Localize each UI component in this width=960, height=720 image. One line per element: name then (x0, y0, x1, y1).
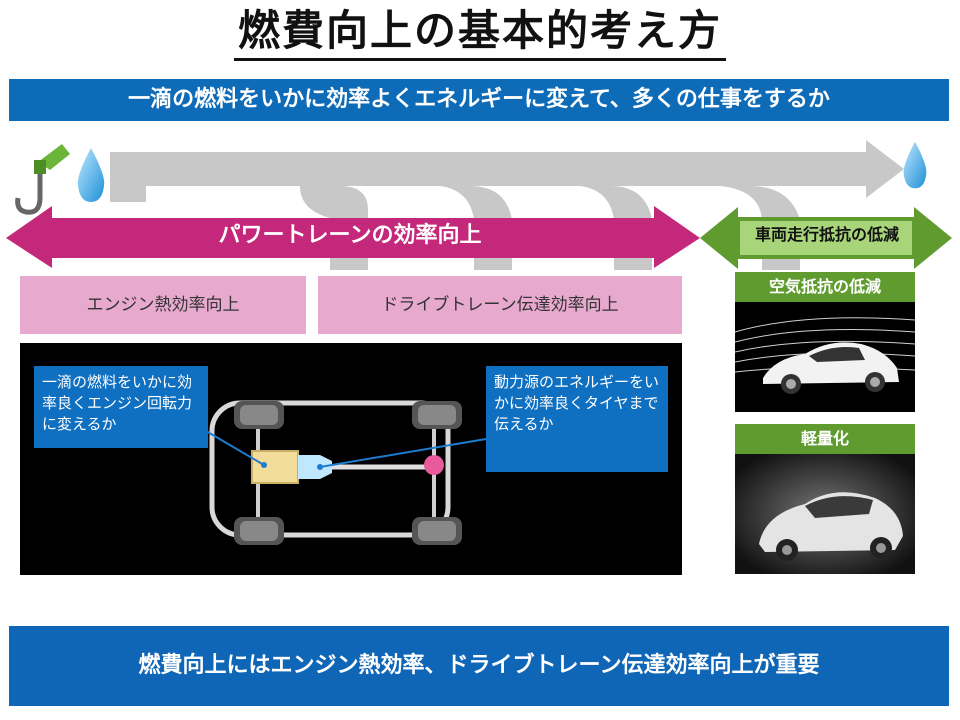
flow-start-stub (110, 152, 146, 202)
resistance-double-arrow (700, 207, 952, 269)
engine-callout: 一滴の燃料をいかに効率良くエンジン回転力に変えるか (34, 366, 208, 448)
flow-main-band (110, 152, 870, 186)
powertrain-label: パワートレーンの効率向上 (218, 223, 482, 248)
flow-arrowhead (866, 140, 904, 198)
conclusion-banner: 燃費向上にはエンジン熱効率、ドライブトレーン伝達効率向上が重要 (9, 626, 949, 706)
page-title: 燃費向上の基本的考え方 (0, 4, 960, 68)
lightweight-header: 軽量化 (735, 424, 915, 454)
callout-pointer-right (319, 438, 487, 468)
chassis-frame (209, 400, 451, 538)
concept-car-image (735, 454, 915, 574)
subtitle-banner: 一滴の燃料をいかに効率よくエネルギーに変えて、多くの仕事をするか (9, 79, 949, 121)
chassis-illustration (205, 400, 487, 545)
wheel (234, 401, 284, 429)
air-resistance-header: 空気抵抗の低減 (735, 272, 915, 302)
engine-block (251, 450, 299, 484)
transmission (298, 455, 332, 479)
aero-car-image (734, 302, 916, 412)
callout-pointer-left (205, 430, 265, 466)
resistance-label: 車両走行抵抗の低減 (754, 225, 899, 244)
fuel-drop-icon (77, 148, 105, 202)
page-title-text: 燃費向上の基本的考え方 (233, 4, 726, 61)
differential (424, 455, 444, 475)
wheel (412, 401, 462, 429)
drivetrain-efficiency-box: ドライブトレーン伝達効率向上 (318, 276, 682, 334)
drivetrain-callout: 動力源のエネルギーをいかに効率良くタイヤまで伝えるか (486, 366, 668, 472)
wheel (234, 517, 284, 545)
engine-efficiency-box: エンジン熱効率向上 (20, 276, 306, 334)
wheel (412, 517, 462, 545)
powertrain-double-arrow (6, 206, 700, 268)
fuel-pump-icon (15, 144, 70, 215)
fuel-drop-icon (903, 141, 927, 189)
